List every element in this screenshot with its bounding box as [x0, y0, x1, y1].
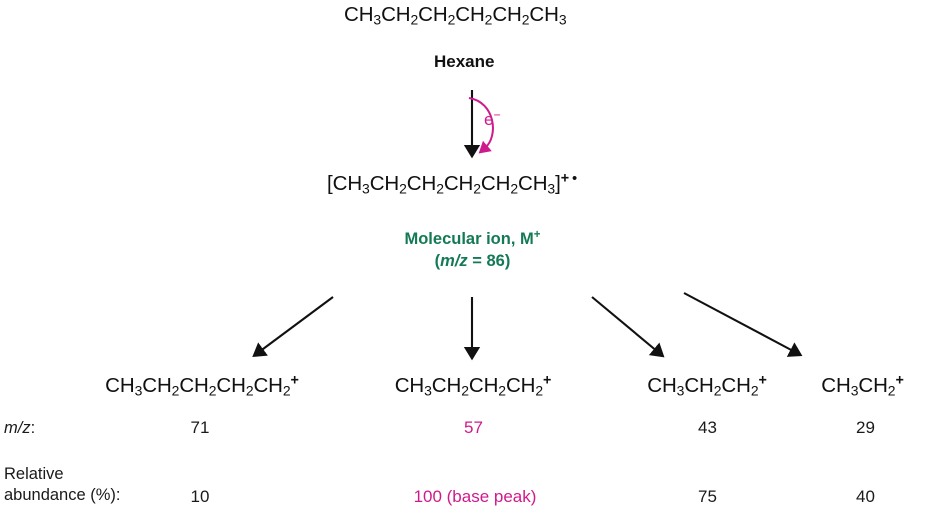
- electron-charge-superscript: −: [493, 108, 501, 123]
- molecular-ion-chain: CH3CH2CH2CH2CH2CH3: [332, 172, 556, 197]
- fragment-4-charge: +: [895, 372, 904, 389]
- mz-paren-open: (: [434, 252, 441, 271]
- electron-loss-curved-arrow: [468, 97, 494, 154]
- abundance-value-3: 75: [698, 487, 717, 506]
- mz-value-1: 71: [190, 418, 210, 437]
- fragmentation-arrow-4: [683, 292, 803, 357]
- fragment-2-chain: CH3CH2CH2CH2: [394, 374, 544, 399]
- fragment-formula-2: CH3CH2CH2CH2+: [326, 372, 620, 399]
- fragment-3-charge: +: [758, 372, 767, 389]
- molecular-ion-mz-line: (m/z = 86): [335, 250, 610, 272]
- abundance-row-label-line1: Relative: [4, 465, 64, 483]
- abundance-value-1: 10: [190, 487, 210, 506]
- mz-value-2: 57: [464, 418, 483, 437]
- abundance-row-label-line2: abundance (%):: [4, 486, 121, 505]
- fragmentation-arrow-3: [591, 296, 665, 358]
- mz-value-text: = 86): [467, 252, 511, 271]
- fragment-3-chain: CH3CH2CH2: [647, 374, 759, 399]
- fragment-formula-3: CH3CH2CH2+: [596, 372, 818, 399]
- abundance-value-4: 40: [856, 487, 875, 506]
- abundance-value-2: 100 (base peak): [413, 487, 537, 506]
- molecular-ion-caption: Molecular ion, M+ (m/z = 86): [335, 228, 610, 273]
- molecular-ion-caption-charge: +: [533, 229, 541, 242]
- radical-dot: •: [571, 170, 578, 187]
- ionization-arrow-group: [463, 90, 494, 159]
- fragment-1-charge: +: [290, 372, 299, 389]
- fragment-4-chain: CH3CH2: [821, 374, 896, 399]
- bracket-close: ]: [555, 172, 561, 195]
- hexane-formula: CH3CH2CH2CH2CH2CH3: [344, 3, 567, 28]
- electron-symbol: e: [484, 110, 494, 129]
- fragment-2-charge: +: [543, 372, 552, 389]
- mz-italic-label: m/z: [440, 252, 468, 271]
- fragment-formula-1: CH3CH2CH2CH2CH2+: [0, 372, 404, 399]
- bracket-open: [: [327, 172, 333, 195]
- mz-row-label-colon: :: [30, 419, 36, 437]
- hexane-formula-text: CH3CH2CH2CH2CH2CH3: [344, 3, 567, 28]
- molecular-ion-caption-text: Molecular ion, M: [404, 230, 534, 248]
- fragmentation-arrow-1: [252, 296, 334, 358]
- molecular-ion-charge: +: [560, 170, 569, 187]
- mz-row-label-italic: m/z: [4, 419, 31, 437]
- mz-value-3: 43: [698, 418, 717, 437]
- electron-label: e−: [484, 108, 501, 130]
- compound-name-hexane: Hexane: [434, 52, 495, 71]
- mz-row-label: m/z:: [4, 418, 35, 439]
- abundance-row-label: Relative abundance (%):: [4, 464, 121, 506]
- mz-value-4: 29: [856, 418, 875, 437]
- molecular-ion-formula: [CH3CH2CH2CH2CH2CH3]+•: [327, 170, 578, 197]
- fragment-1-chain: CH3CH2CH2CH2CH2: [105, 374, 291, 399]
- fragment-formula-4: CH3CH2+: [790, 372, 935, 399]
- molecular-ion-caption-line1: Molecular ion, M+: [335, 228, 610, 250]
